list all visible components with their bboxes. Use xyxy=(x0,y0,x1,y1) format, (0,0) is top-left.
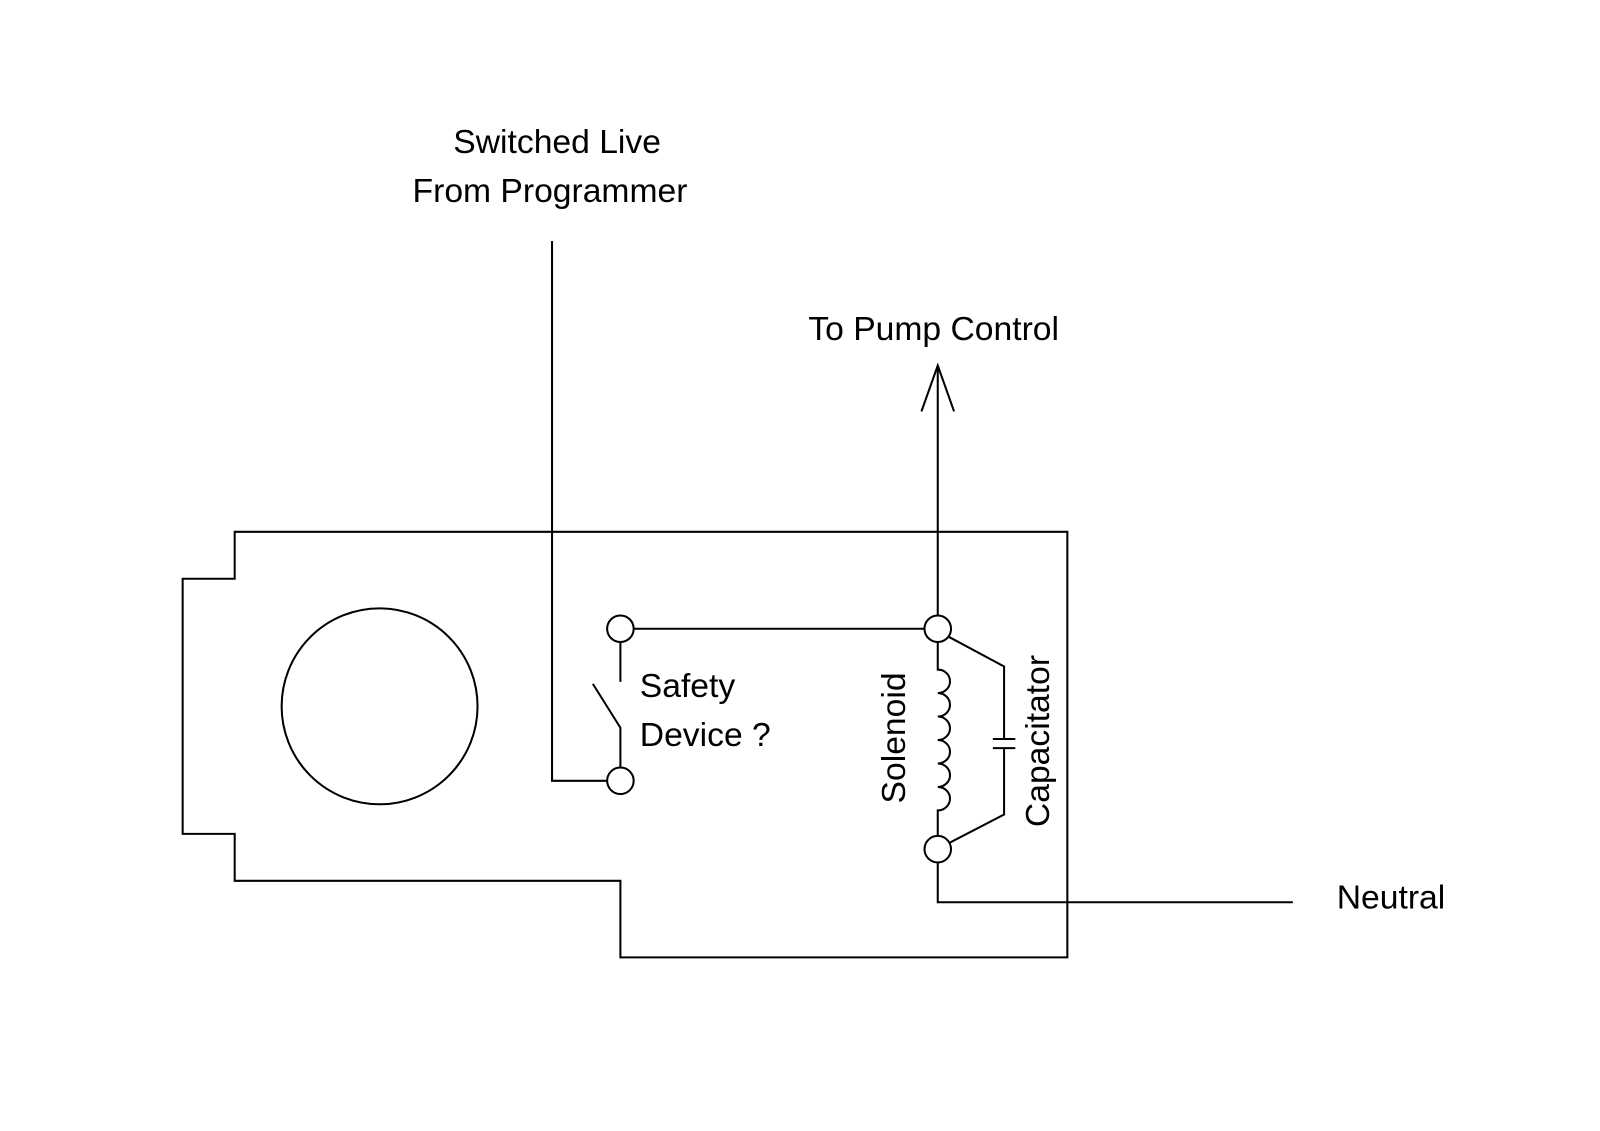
switched-live-wire xyxy=(551,241,608,782)
switch-blade xyxy=(591,683,622,768)
solenoid-terminal-bottom xyxy=(923,834,953,864)
neutral-label: Neutral xyxy=(1337,879,1445,916)
safety-device-label-1: Safety xyxy=(640,668,736,705)
switch-terminal-bottom xyxy=(606,766,635,796)
switch-terminal-top xyxy=(606,614,635,644)
housing-hole xyxy=(280,607,479,806)
neutral-wire xyxy=(936,862,1293,904)
solenoid-coil xyxy=(936,642,952,836)
capacitor-label: Capacitator xyxy=(1020,655,1057,827)
arrow-up-icon xyxy=(920,362,956,412)
solenoid-terminal-top xyxy=(923,614,953,644)
safety-device-label-2: Device ? xyxy=(640,717,771,754)
capacitor-symbol xyxy=(948,636,1016,844)
pump-control-label: To Pump Control xyxy=(808,311,1059,348)
solenoid-label: Solenoid xyxy=(876,672,913,803)
from-programmer-label: From Programmer xyxy=(413,173,688,210)
housing-outline xyxy=(181,530,1069,959)
switched-live-label: Switched Live xyxy=(453,124,661,161)
